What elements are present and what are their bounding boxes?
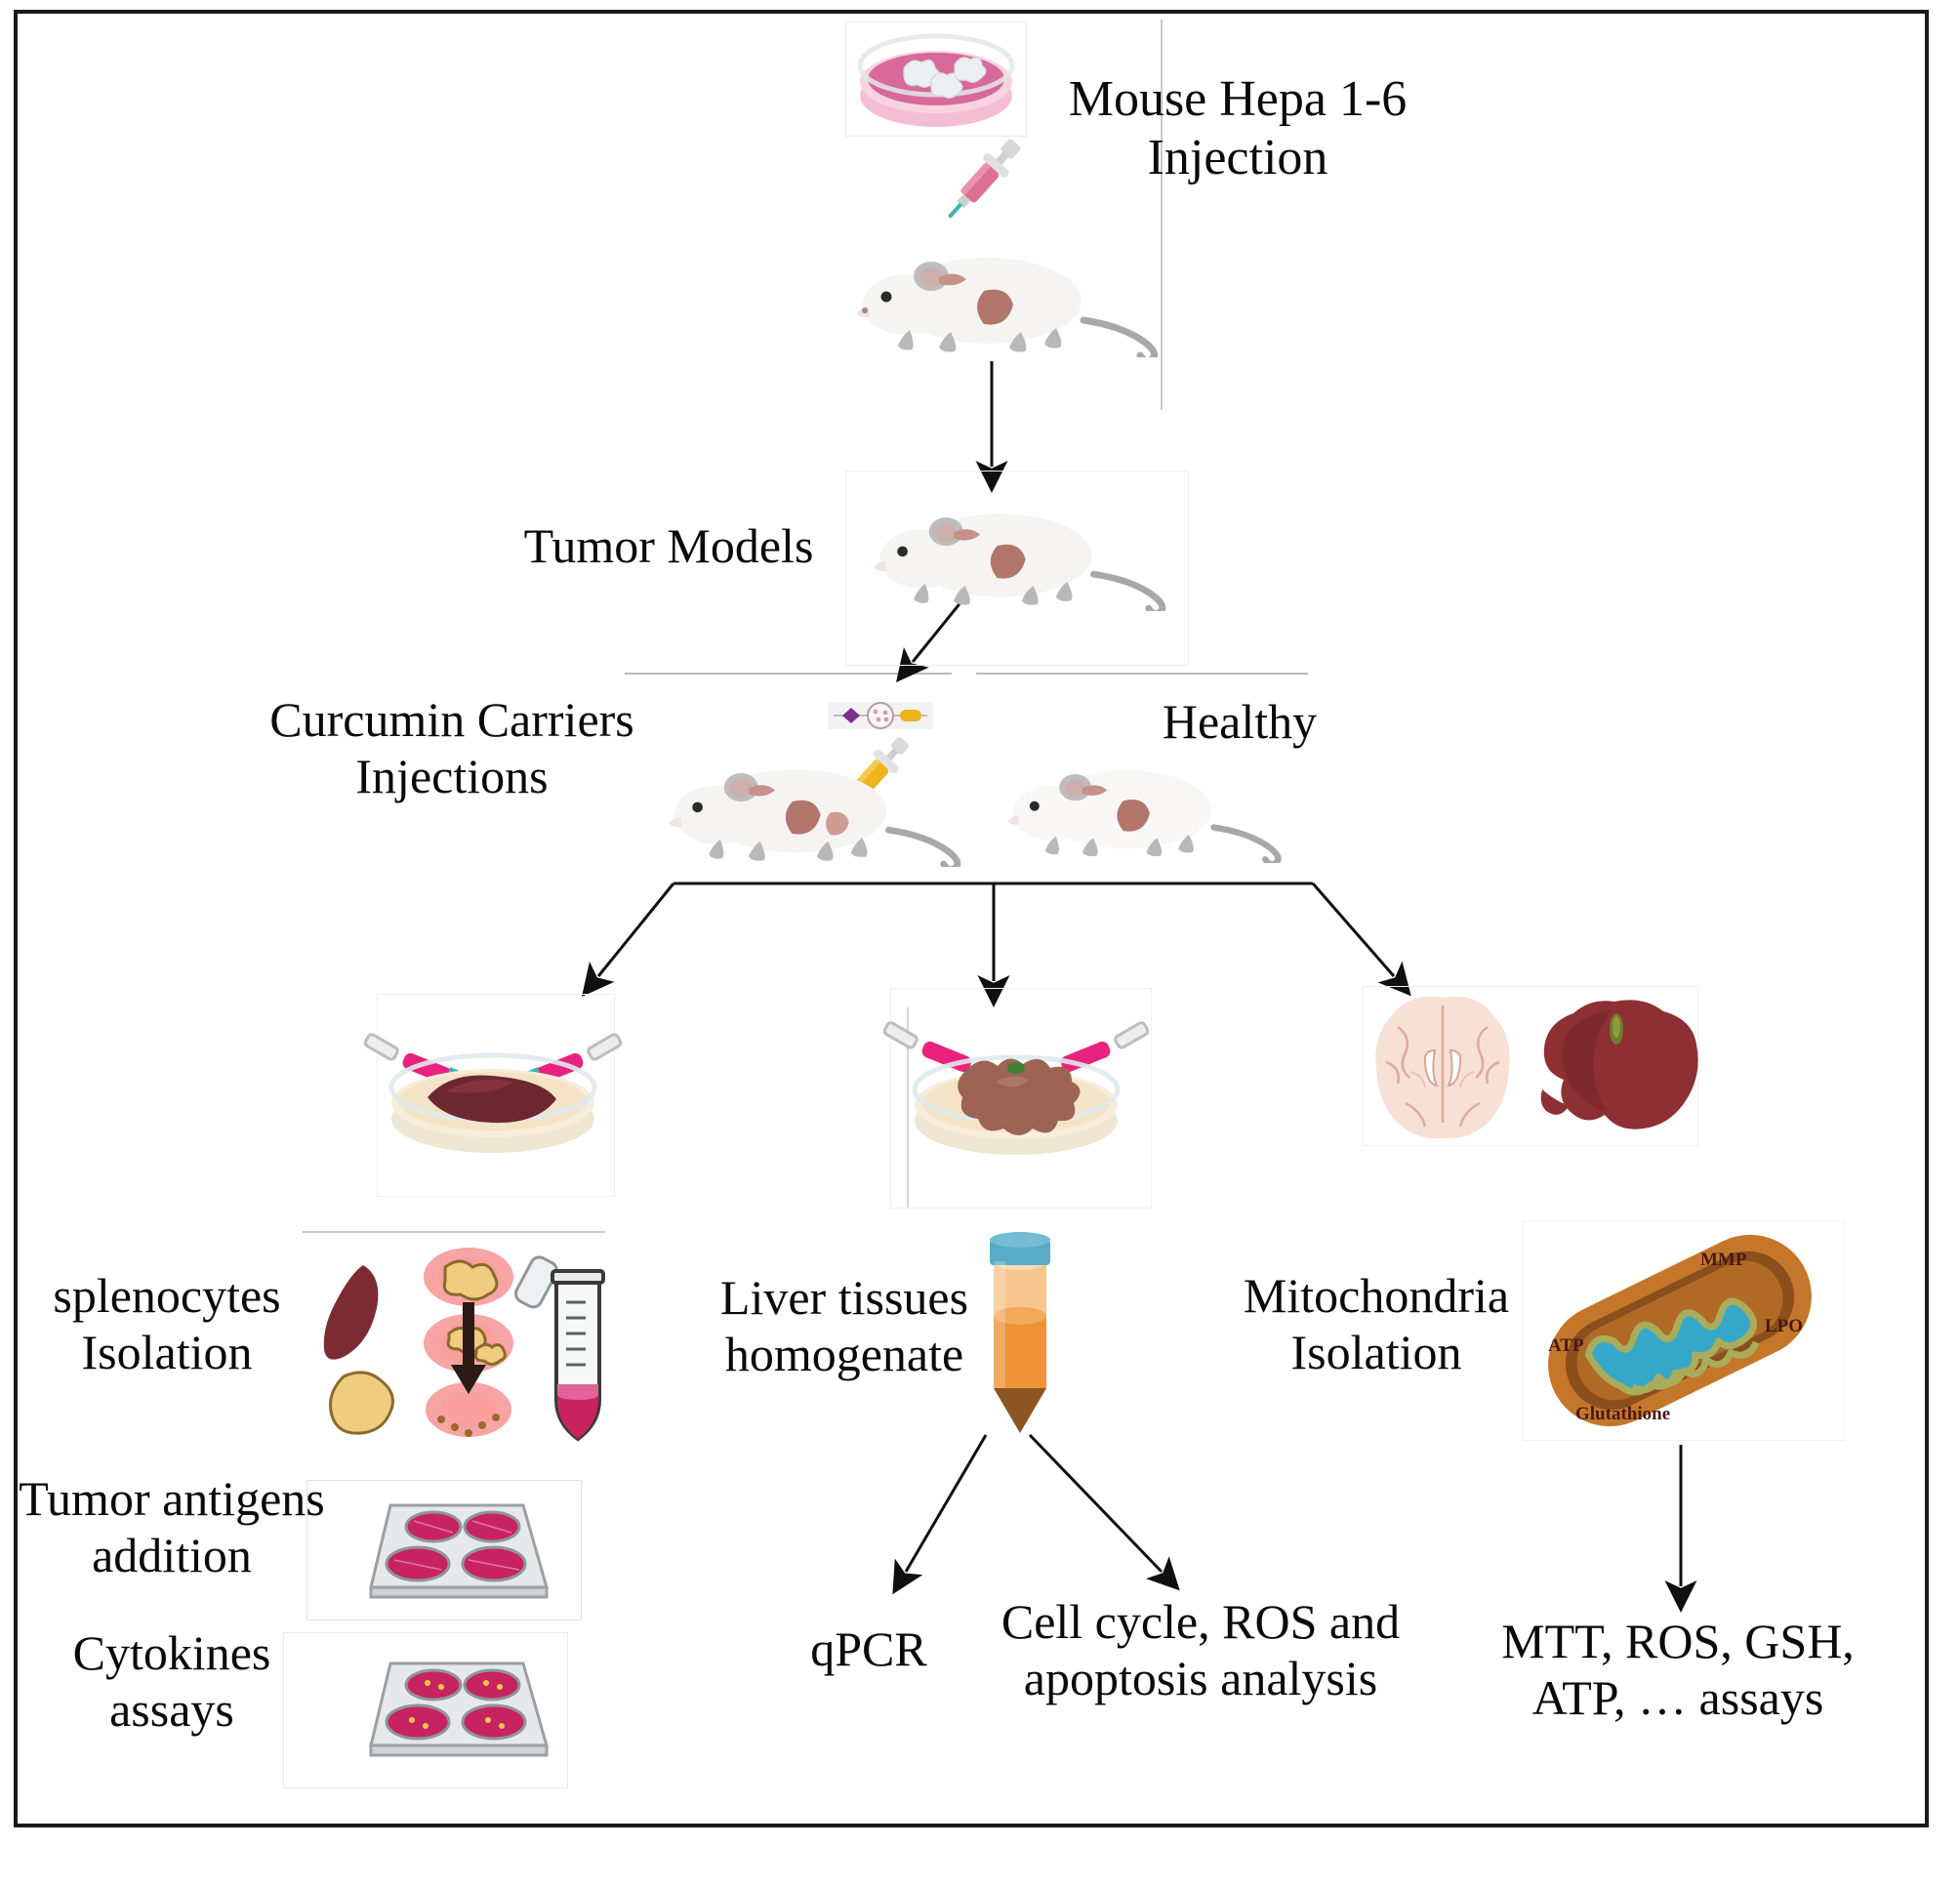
label-mito-assays: MTT, ROS, GSH, ATP, … assays <box>1501 1614 1855 1725</box>
label-tumor-antigens: Tumor antigens addition <box>19 1471 325 1582</box>
liver-organ-icon <box>1529 994 1704 1140</box>
well-plate-panel-2 <box>283 1632 568 1788</box>
curcumin-nanocarrier-icon <box>828 699 933 732</box>
well-plate-panel-1 <box>306 1480 582 1620</box>
four-well-plate-icon-2 <box>355 1650 551 1769</box>
tumor-bearing-mouse-icon-2 <box>859 486 1171 618</box>
liver-dish-panel <box>890 988 1152 1209</box>
spleen-dish-panel <box>377 994 615 1197</box>
spleen-icon <box>312 1259 396 1392</box>
label-mitochondria-isolation: Mitochondria Isolation <box>1243 1268 1510 1379</box>
label-liver-homogenate: Liver tissues homogenate <box>719 1270 969 1381</box>
four-well-plate-icon <box>355 1492 551 1611</box>
tissue-piece-icon <box>322 1367 400 1441</box>
mmp-label: MMP <box>1700 1250 1747 1270</box>
tumor-bearing-mouse-icon-3 <box>654 742 966 874</box>
centrifuge-tube-pink-icon <box>543 1267 613 1447</box>
label-qpcr: qPCR <box>810 1621 927 1676</box>
pipette-tip-icon <box>500 1248 570 1322</box>
tumor-model-panel <box>845 471 1189 666</box>
label-curcumin-injections: Curcumin Carriers Injections <box>269 692 634 803</box>
healthy-mouse-icon <box>994 744 1286 868</box>
lpo-label: LPO <box>1765 1316 1803 1336</box>
mitochondrion-icon: MMP LPO ATP Glutathione <box>1519 1218 1841 1443</box>
label-healthy: Healthy <box>1162 694 1318 749</box>
mitochondrion-panel <box>1523 1220 1845 1441</box>
liver-in-petri-dish-icon <box>875 1007 1158 1164</box>
atp-label: ATP <box>1548 1335 1584 1356</box>
label-cytokines-assays: Cytokines assays <box>72 1625 271 1737</box>
label-cellcycle-analysis: Cell cycle, ROS and apoptosis analysis <box>1000 1594 1401 1705</box>
tumor-bearing-mouse-icon <box>841 230 1164 365</box>
label-tumor-models: Tumor Models <box>523 518 814 573</box>
label-mouse-injection: Mouse Hepa 1-6 Injection <box>1068 71 1408 186</box>
organ-panel <box>1363 986 1698 1146</box>
glutathione-label: Glutathione <box>1575 1404 1670 1424</box>
petri-dish-panel <box>845 21 1027 137</box>
homogenate-tube-icon <box>978 1232 1062 1439</box>
label-splenocytes-isolation: splenocytes Isolation <box>53 1268 281 1379</box>
pink-syringe-icon <box>925 125 1042 232</box>
brain-coronal-section-icon <box>1363 988 1523 1144</box>
spleen-in-petri-dish-icon <box>351 1013 634 1160</box>
tissue-dissociation-icon <box>390 1248 547 1443</box>
petri-dish-cells-icon <box>847 25 1025 135</box>
